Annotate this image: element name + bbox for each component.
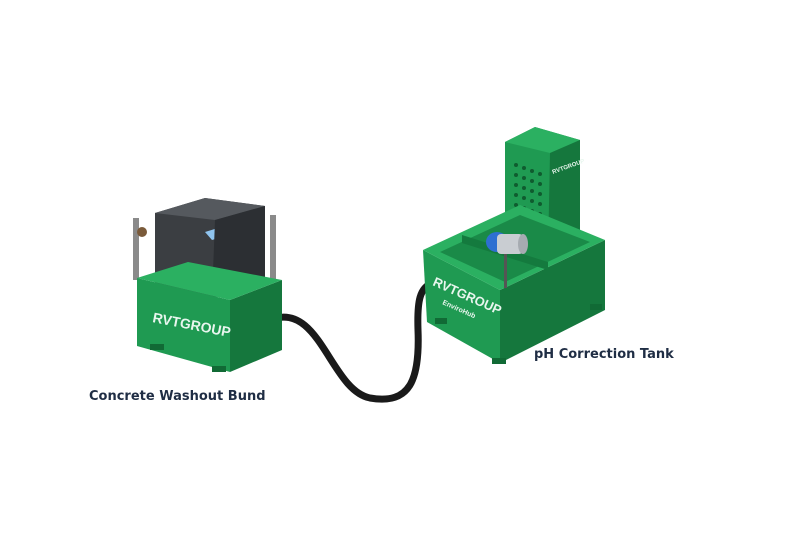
concrete-washout-bund-label: Concrete Washout Bund bbox=[89, 389, 266, 404]
concrete-washout-bund bbox=[133, 198, 282, 372]
connecting-hose bbox=[266, 279, 436, 403]
ph-correction-tank bbox=[423, 127, 605, 364]
ph-correction-tank-label: pH Correction Tank bbox=[534, 347, 674, 362]
pump-motor bbox=[486, 232, 528, 288]
